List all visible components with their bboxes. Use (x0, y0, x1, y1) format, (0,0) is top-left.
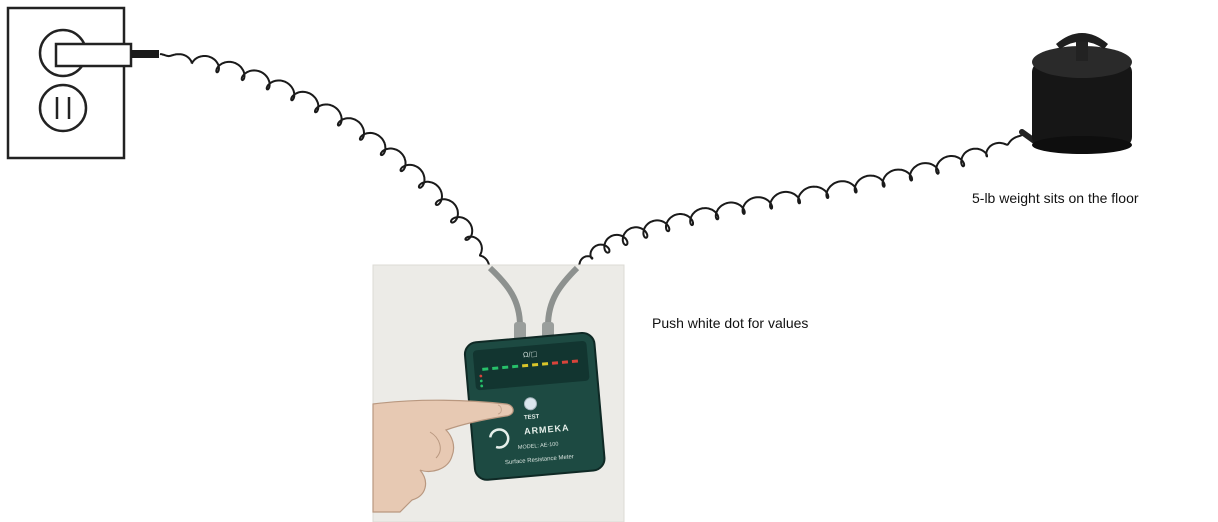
led-indicator (572, 359, 578, 363)
wall-outlet-icon (8, 8, 124, 158)
coiled-cord-icon (575, 135, 1022, 268)
display-unit-label: Ω/□ (523, 350, 538, 359)
power-plug-icon (56, 44, 159, 66)
weight-icon (1022, 33, 1132, 154)
coiled-cord-icon (160, 54, 490, 268)
test-button[interactable] (524, 397, 537, 410)
push-caption: Push white dot for values (652, 315, 808, 331)
led-indicator (512, 365, 518, 369)
led-indicator (532, 363, 538, 367)
led-indicator (482, 367, 488, 371)
led-indicator (492, 366, 498, 370)
led-indicator (542, 362, 548, 366)
led-indicator (502, 366, 508, 370)
led-indicator (552, 361, 558, 365)
led-indicator (562, 360, 568, 364)
weight-caption: 5-lb weight sits on the floor (972, 190, 1139, 206)
led-indicator (522, 364, 528, 368)
